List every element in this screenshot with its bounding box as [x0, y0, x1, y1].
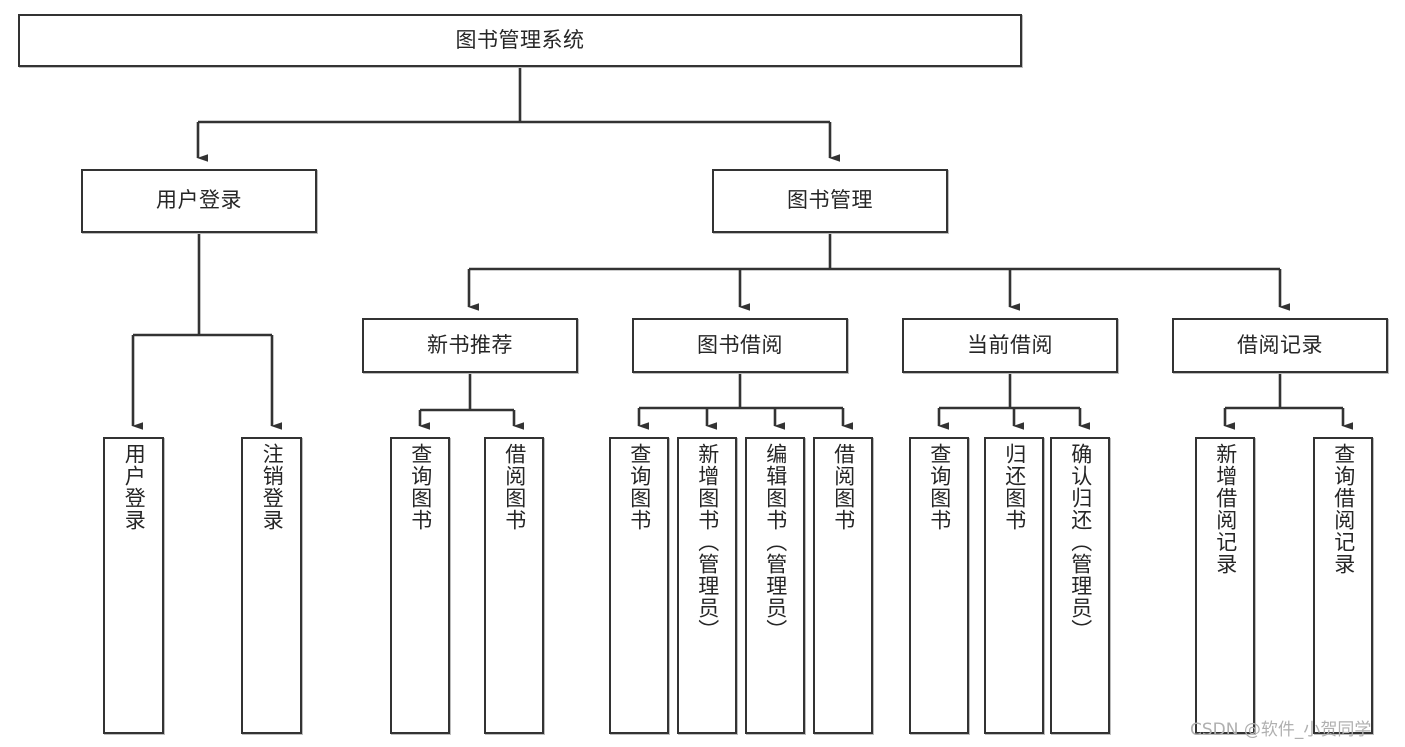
node-book-manage-label: 图书管理	[787, 188, 873, 213]
node-current-borrow-label: 当前借阅	[967, 332, 1053, 357]
edge-group-borrow-record-to-leaves	[1223, 373, 1353, 430]
node-leaf-return-book-label: 归还图书	[1002, 443, 1027, 531]
node-leaf-borrow-book-1[interactable]: 借阅图书	[484, 437, 544, 734]
node-leaf-query-book-3[interactable]: 查询图书	[909, 437, 969, 734]
node-leaf-edit-book-label: 编辑图书（管理员）	[763, 443, 788, 641]
node-leaf-query-book-3-label: 查询图书	[927, 443, 952, 531]
node-leaf-query-record-label: 查询借阅记录	[1331, 443, 1356, 575]
node-leaf-return-book[interactable]: 归还图书	[984, 437, 1044, 734]
edge-group-user-login-to-leaves	[131, 233, 282, 430]
node-leaf-logout[interactable]: 注销登录	[241, 437, 302, 734]
node-leaf-borrow-book-2-label: 借阅图书	[831, 443, 856, 531]
node-leaf-borrow-book-1-label: 借阅图书	[502, 443, 527, 531]
node-user-login[interactable]: 用户登录	[81, 169, 317, 233]
node-leaf-query-book-1-label: 查询图书	[408, 443, 433, 531]
node-book-borrow[interactable]: 图书借阅	[632, 318, 848, 373]
node-borrow-record[interactable]: 借阅记录	[1172, 318, 1388, 373]
node-user-login-label: 用户登录	[156, 188, 242, 213]
node-leaf-add-book-label: 新增图书（管理员）	[695, 443, 720, 641]
edge-group-book-borrow-to-leaves	[637, 373, 853, 430]
node-leaf-user-login[interactable]: 用户登录	[103, 437, 164, 734]
node-leaf-query-book-2-label: 查询图书	[627, 443, 652, 531]
edge-group-new-book-recommend-to-leaves	[418, 373, 524, 430]
node-root[interactable]: 图书管理系统	[18, 14, 1022, 67]
node-new-book-recommend[interactable]: 新书推荐	[362, 318, 578, 373]
node-leaf-query-book-2[interactable]: 查询图书	[609, 437, 669, 734]
node-leaf-add-record[interactable]: 新增借阅记录	[1195, 437, 1255, 734]
node-leaf-query-book-1[interactable]: 查询图书	[390, 437, 450, 734]
node-leaf-confirm-return-label: 确认归还（管理员）	[1068, 443, 1093, 641]
node-leaf-confirm-return[interactable]: 确认归还（管理员）	[1050, 437, 1110, 734]
node-current-borrow[interactable]: 当前借阅	[902, 318, 1118, 373]
node-leaf-query-record[interactable]: 查询借阅记录	[1313, 437, 1373, 734]
edge-group-root-to-level2	[196, 67, 840, 162]
node-leaf-edit-book[interactable]: 编辑图书（管理员）	[745, 437, 805, 734]
node-leaf-add-book[interactable]: 新增图书（管理员）	[677, 437, 737, 734]
edge-group-book-manage-to-level3	[467, 233, 1290, 311]
node-leaf-logout-label: 注销登录	[260, 443, 285, 531]
node-leaf-add-record-label: 新增借阅记录	[1213, 443, 1238, 575]
node-leaf-borrow-book-2[interactable]: 借阅图书	[813, 437, 873, 734]
node-leaf-user-login-label: 用户登录	[122, 443, 147, 531]
node-borrow-record-label: 借阅记录	[1237, 332, 1323, 357]
node-root-label: 图书管理系统	[455, 27, 585, 52]
node-book-manage[interactable]: 图书管理	[712, 169, 948, 233]
node-book-borrow-label: 图书借阅	[697, 332, 783, 357]
node-new-book-recommend-label: 新书推荐	[427, 332, 513, 357]
edge-group-current-borrow-to-leaves	[937, 373, 1090, 430]
